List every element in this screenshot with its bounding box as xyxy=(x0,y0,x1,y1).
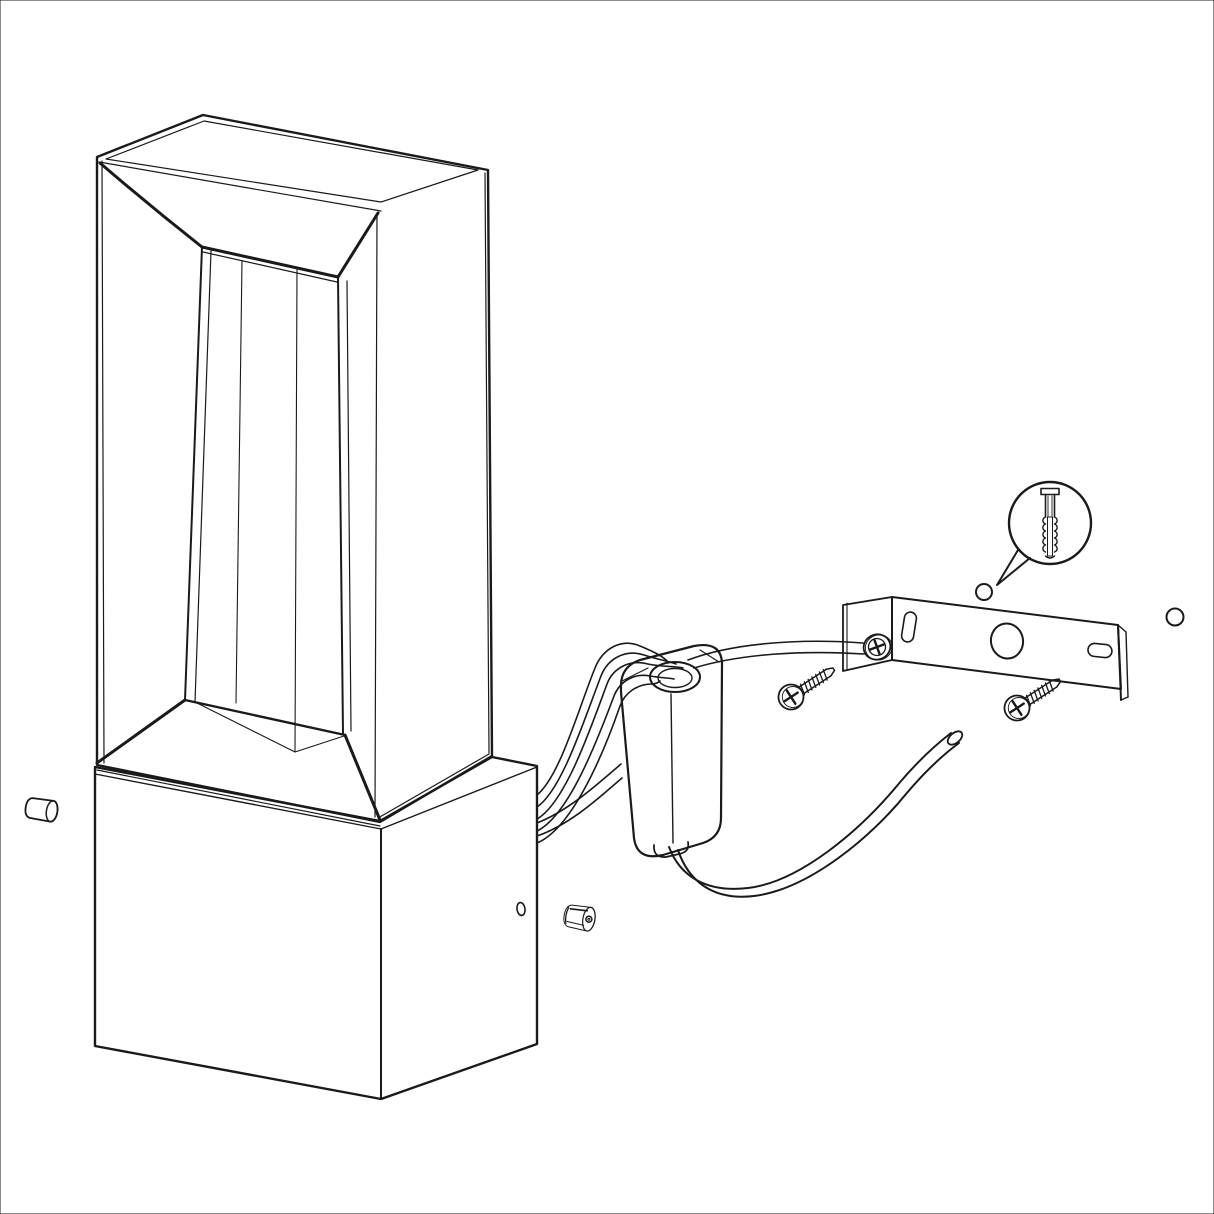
bracket-screw-with-washer xyxy=(862,633,893,661)
cable-open-end xyxy=(946,730,964,746)
mains-cable xyxy=(668,730,964,898)
cable-entry-hole xyxy=(516,901,526,917)
drill-hole-marker-left xyxy=(975,583,993,601)
set-screw xyxy=(563,904,596,932)
driver-to-bracket-wires xyxy=(687,640,865,669)
drill-hole-marker-right xyxy=(1165,607,1185,627)
wall-plug-left xyxy=(24,797,59,823)
wall-plug-detail-callout xyxy=(996,480,1093,586)
driver-top-collar xyxy=(649,661,701,693)
wall-bracket xyxy=(842,596,1129,701)
fixing-screw-left xyxy=(772,657,842,716)
supply-wire-bundle xyxy=(536,642,684,844)
wall-plug-detail-drawing xyxy=(1040,487,1060,559)
supply-wires-behind-driver xyxy=(536,763,623,837)
luminaire-head xyxy=(95,113,494,827)
bracket-centre-hole xyxy=(989,622,1025,660)
mounting-base-box xyxy=(93,755,539,1101)
bracket-slot-left xyxy=(900,611,918,643)
driver-bottom-collar xyxy=(653,841,690,858)
bracket-slot-right xyxy=(1087,642,1113,659)
